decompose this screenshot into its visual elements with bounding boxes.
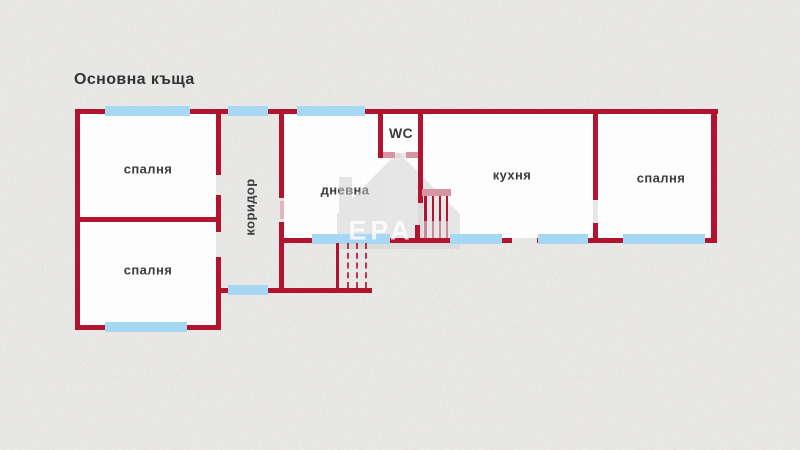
stair-tread-line — [432, 196, 434, 241]
window — [297, 106, 365, 116]
wc-door-jamb-left — [383, 152, 395, 158]
wall-annex-bottom — [216, 288, 372, 293]
room-bedroom-top-left-fill — [80, 114, 216, 217]
window — [538, 234, 588, 244]
window — [312, 234, 390, 244]
wall-kitchen-bedroom-divider — [593, 109, 598, 200]
wall-top-exterior — [75, 109, 718, 114]
wall-corridor-right-upper — [279, 109, 284, 198]
wall-wc-right — [418, 109, 423, 203]
room-label-bedroom-bottom-left: спалня — [123, 262, 173, 278]
wall-bedrooms-divider — [80, 217, 221, 222]
wall-kitchen-bedroom-stub — [593, 223, 598, 243]
window — [623, 234, 705, 244]
plan-title: Основна къща — [74, 71, 195, 88]
corridor-door-leaf — [280, 201, 284, 219]
room-label-bedroom-top-left: спалня — [123, 161, 173, 177]
stair-tread-line — [439, 196, 441, 241]
stair-tread-line — [446, 196, 448, 241]
wall-wc-left — [378, 109, 383, 158]
window — [105, 106, 190, 116]
stair-tread-line-dashed — [356, 243, 358, 288]
room-label-corridor: коридор — [242, 178, 258, 236]
window — [450, 234, 502, 244]
room-label-living: дневна — [320, 182, 370, 198]
room-label-bedroom-right: спалня — [636, 170, 686, 186]
stair-tread-line — [424, 196, 427, 241]
room-label-wc: WC — [388, 125, 414, 141]
window — [228, 285, 268, 295]
wall-living-stub — [415, 225, 420, 238]
room-label-kitchen: кухня — [492, 167, 532, 183]
room-living-fill-lower — [284, 158, 418, 238]
room-wc-fill — [383, 114, 418, 153]
wall-right-exterior — [711, 109, 717, 243]
stair-tread-line-dashed — [347, 243, 349, 288]
stair-landing-cap — [422, 189, 451, 196]
room-bedroom-right-fill — [598, 114, 711, 238]
wall-bedrooms-right-upper — [216, 109, 221, 175]
room-bedroom-bottom-left-fill — [80, 222, 216, 325]
window — [105, 322, 187, 332]
wc-door-jamb-right — [406, 152, 418, 158]
window — [228, 106, 268, 116]
wall-left-exterior — [75, 109, 80, 330]
staircase-annex — [336, 243, 370, 288]
staircase-inner — [423, 196, 451, 241]
stair-tread-line — [336, 243, 339, 288]
wall-bedrooms-right-lower — [216, 257, 221, 330]
stair-tread-line-dashed — [365, 243, 367, 288]
wall-bedrooms-right-middle — [216, 195, 221, 232]
wall-corridor-right-lower — [279, 222, 284, 293]
